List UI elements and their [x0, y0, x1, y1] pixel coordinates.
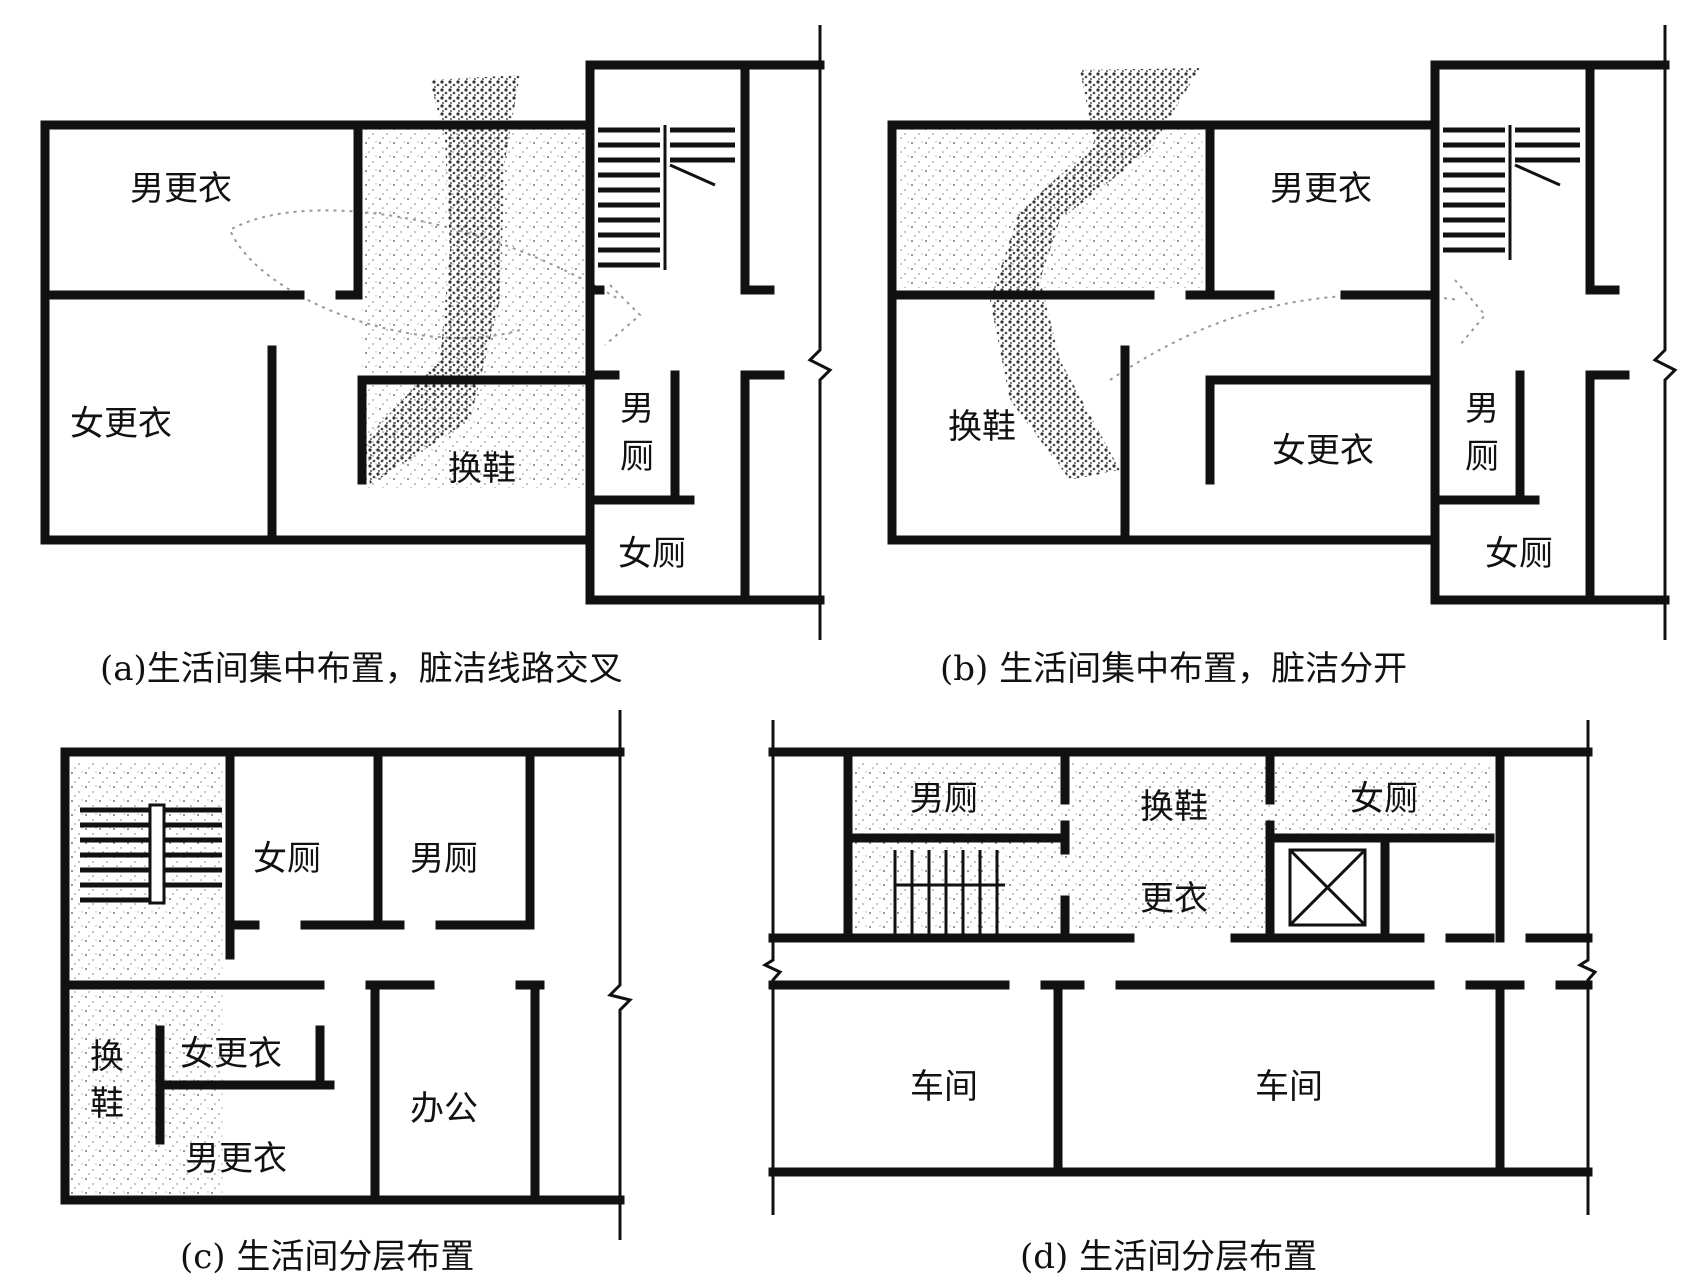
panel-a-women-toilet: 女厕 [618, 534, 686, 574]
panel-b-men-toilet-bottom: 厕 [1465, 437, 1499, 477]
panel-a-dirty-path [365, 75, 520, 485]
panel-b-arrow-head [1454, 279, 1487, 346]
panel-a-stairs [598, 125, 735, 270]
panel-c-break-line [607, 710, 633, 1240]
panel-b-plan [887, 25, 1678, 640]
panel-a-plan [40, 25, 833, 640]
panel-b-women-changing: 女更衣 [1272, 431, 1374, 471]
panel-d-caption: (d) 生活间分层布置 [1020, 1237, 1317, 1277]
panel-c-women-toilet: 女厕 [253, 839, 321, 879]
panel-d-workshop-2: 车间 [1255, 1067, 1323, 1107]
panel-b-men-toilet-top: 男 [1465, 389, 1499, 429]
panel-d-stairs [893, 850, 1005, 935]
panel-c-plan [60, 710, 633, 1240]
panel-d-workshop-1: 车间 [910, 1067, 978, 1107]
panel-d-men-toilet: 男厕 [910, 779, 978, 819]
panel-d-changing: 更衣 [1140, 879, 1208, 919]
panel-a-labels: 男更衣 女更衣 换鞋 男 厕 女厕 (a)生活间集中布置，脏洁线路交叉 [70, 169, 686, 689]
panel-b-dirty-path [990, 68, 1200, 480]
panel-b-women-toilet: 女厕 [1485, 534, 1553, 574]
panel-d-break-line-right [1576, 720, 1598, 1215]
panel-b-caption: (b) 生活间集中布置，脏洁分开 [940, 649, 1407, 689]
panel-a-shoe-change: 换鞋 [448, 449, 516, 489]
panel-d-labels: 男厕 换鞋 女厕 更衣 车间 车间 (d) 生活间分层布置 [910, 779, 1418, 1277]
panel-d-shoe-change: 换鞋 [1140, 787, 1208, 827]
elevator-icon [1288, 848, 1367, 927]
panel-b-shoe-change: 换鞋 [948, 407, 1016, 447]
panel-c-men-toilet: 男厕 [410, 839, 478, 879]
panel-c-office: 办公 [410, 1089, 478, 1129]
panel-d-women-toilet: 女厕 [1350, 779, 1418, 819]
panel-c-shoe-change-top: 换 [90, 1037, 124, 1077]
panel-c-men-changing: 男更衣 [185, 1139, 287, 1179]
panel-a-break-line [807, 25, 833, 640]
panel-b-stairs [1443, 125, 1580, 260]
panel-b-labels: 男更衣 女更衣 换鞋 男 厕 女厕 (b) 生活间集中布置，脏洁分开 [940, 169, 1553, 689]
panel-c-caption: (c) 生活间分层布置 [180, 1237, 474, 1277]
panel-c-labels: 女厕 男厕 换 鞋 女更衣 男更衣 办公 (c) 生活间分层布置 [90, 839, 478, 1277]
panel-d-plan [761, 720, 1598, 1215]
panel-c-women-changing: 女更衣 [180, 1034, 282, 1074]
panel-a-caption: (a)生活间集中布置，脏洁线路交叉 [100, 649, 623, 689]
panel-b-men-changing: 男更衣 [1270, 169, 1372, 209]
panel-a-clean-flow [228, 209, 621, 339]
panel-a-men-toilet-top: 男 [620, 389, 654, 429]
panel-c-shoe-zone [70, 760, 225, 1200]
panel-a-men-changing: 男更衣 [130, 169, 232, 209]
panel-a-women-changing: 女更衣 [70, 404, 172, 444]
panel-a-men-toilet-bottom: 厕 [620, 437, 654, 477]
panel-a-arrow-head [604, 284, 642, 346]
panel-b-break-line [1652, 25, 1678, 640]
panel-d-break-line-left [761, 720, 783, 1215]
panel-c-stairs [80, 803, 222, 905]
panel-b-clean-flow [1109, 293, 1461, 381]
panel-d-corridor-zone-top [855, 760, 1490, 838]
panel-c-shoe-change-bottom: 鞋 [90, 1084, 124, 1124]
